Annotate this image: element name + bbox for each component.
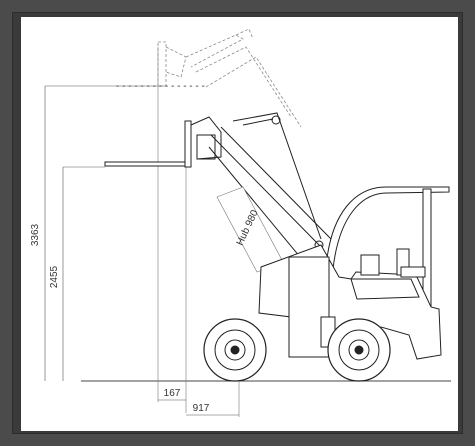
technical-drawing-sheet: 3363 2455 167 917 [21, 17, 458, 431]
offset-167-label: 167 [164, 388, 181, 399]
hub-label-box: Hub 980 [216, 186, 284, 273]
dimension-fork-height: 2455 [49, 166, 105, 381]
offset-917-label: 917 [193, 403, 210, 414]
raised-label-dashed: - - - - - - - - - - - - - - - [116, 81, 205, 92]
front-wheel [203, 318, 267, 382]
dimension-bottom-917: 917 [186, 403, 239, 416]
raised-mast-outline [157, 28, 302, 128]
forklift-diagram: 3363 2455 167 917 [30, 28, 451, 417]
fork-assembly [104, 116, 222, 168]
dimension-bottom-167: 167 [158, 388, 186, 401]
fork-height-label: 2455 [49, 265, 60, 288]
rear-wheel [327, 318, 391, 382]
loader-body [258, 244, 442, 360]
dimension-max-height: 3363 [30, 85, 166, 381]
max-height-label: 3363 [30, 223, 41, 246]
